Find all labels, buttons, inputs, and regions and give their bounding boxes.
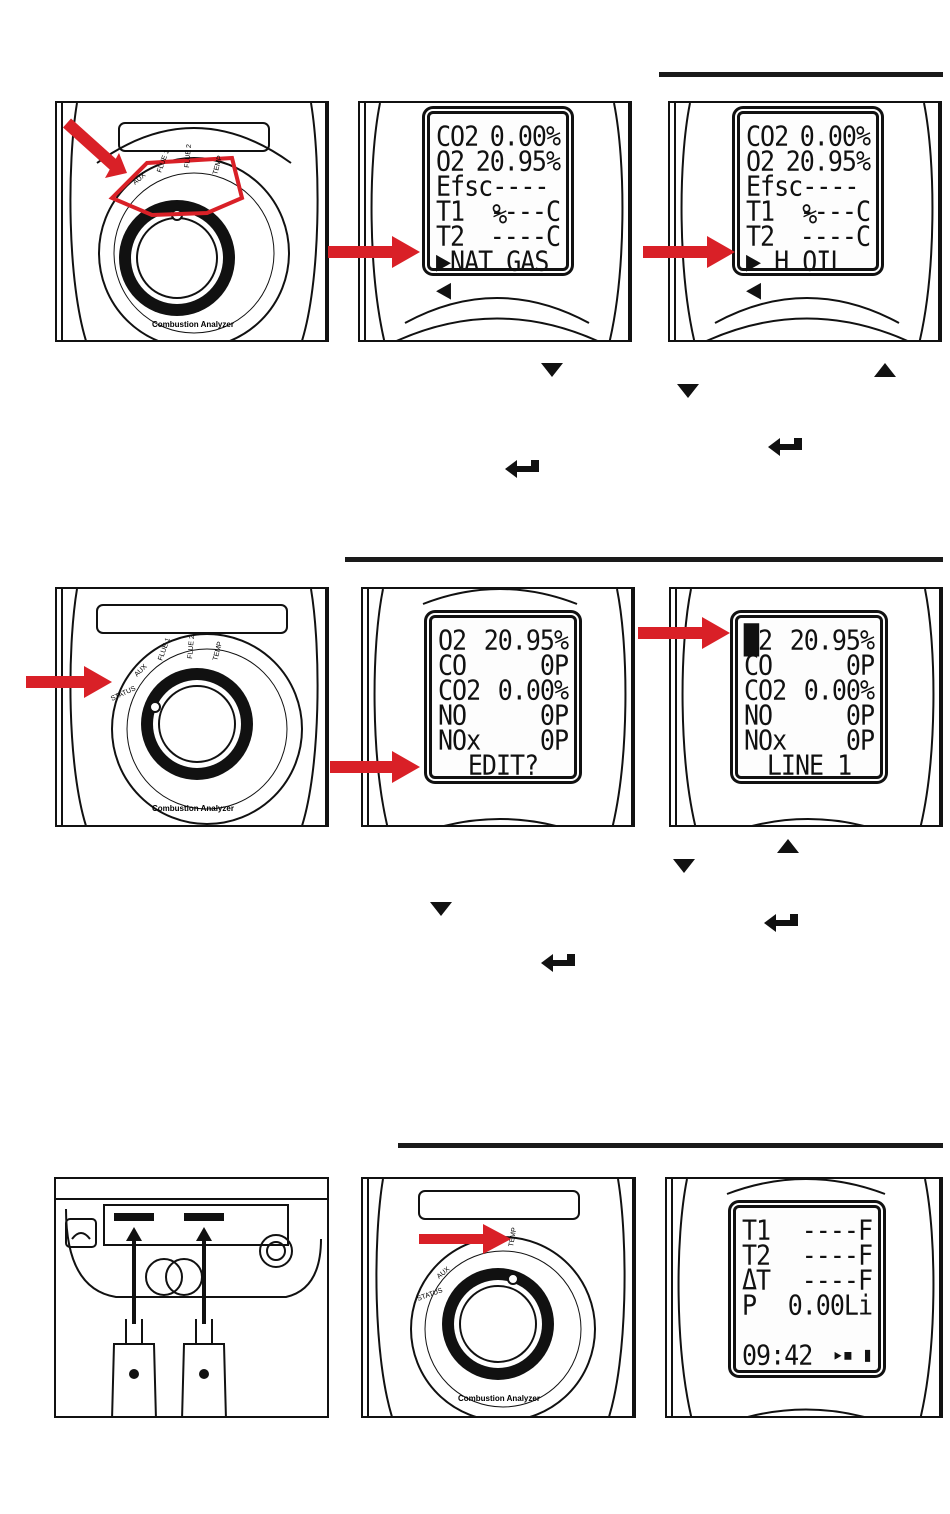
lcd-status-row: 09:42 ▸▪ ▮ bbox=[742, 1338, 873, 1372]
lcd-row: T2----C bbox=[436, 219, 561, 253]
red-arrow bbox=[328, 236, 420, 268]
red-arrow bbox=[26, 666, 112, 698]
battery-icon: ▮ bbox=[862, 1343, 873, 1367]
analyzer-dial-illustration: STATUS AUX TEMP Combustion Analyzer bbox=[367, 1179, 634, 1416]
red-arrow bbox=[638, 617, 730, 649]
enter-return-icon bbox=[541, 954, 575, 972]
up-triangle-icon bbox=[874, 363, 896, 377]
down-triangle-icon bbox=[541, 363, 563, 377]
device-frame bbox=[364, 103, 630, 340]
analyzer-dial-illustration: STATUS AUX FLUE 1 FLUE 2 TEMP Combustion… bbox=[61, 589, 327, 825]
down-triangle-icon bbox=[673, 859, 695, 873]
down-triangle-icon bbox=[677, 384, 699, 398]
section-3-rule bbox=[398, 1143, 943, 1148]
enter-return-icon bbox=[768, 438, 802, 456]
lcd-footer: ▶ H OIL ◀ bbox=[746, 244, 845, 306]
device-frame bbox=[367, 589, 633, 825]
section-1-rule bbox=[659, 72, 943, 77]
analyzer-dial-illustration: AUX FLUE 1 FLUE 2 TEMP Combustion Analyz… bbox=[61, 103, 327, 340]
section-2-rule bbox=[345, 557, 943, 562]
lcd-row: T2----F bbox=[742, 1238, 873, 1272]
brand-label: Combustion Analyzer bbox=[458, 1394, 540, 1403]
thermocouple-probes-illustration bbox=[56, 1198, 327, 1416]
dial-label-flue2: FLUE 2 bbox=[187, 635, 196, 659]
dial-panel-2: STATUS AUX FLUE 1 FLUE 2 TEMP Combustion… bbox=[55, 587, 329, 827]
lcd-row: Efsc----% bbox=[746, 169, 859, 231]
dial-label-status: STATUS bbox=[110, 685, 137, 703]
brand-label: Combustion Analyzer bbox=[152, 320, 234, 329]
device-frame bbox=[674, 103, 940, 340]
up-triangle-icon bbox=[777, 839, 799, 853]
enter-return-icon bbox=[505, 460, 539, 478]
dial-panel-1: AUX FLUE 1 FLUE 2 TEMP Combustion Analyz… bbox=[55, 101, 329, 342]
dial-label-flue2: FLUE 2 bbox=[184, 144, 193, 168]
red-arrow bbox=[330, 751, 420, 783]
probe-panel bbox=[54, 1177, 329, 1418]
brand-label: Combustion Analyzer bbox=[152, 804, 234, 813]
dial-label-temp: TEMP bbox=[212, 155, 224, 176]
lcd-row: ΔT----F bbox=[742, 1263, 873, 1297]
lcd-row: T1----F bbox=[742, 1213, 873, 1247]
red-arrow bbox=[643, 236, 735, 268]
dial-panel-3: STATUS AUX TEMP Combustion Analyzer bbox=[361, 1177, 636, 1418]
dial-label-temp: TEMP bbox=[508, 1227, 518, 1248]
lcd-row: T1----C bbox=[746, 194, 871, 228]
lcd-row: Efsc----% bbox=[436, 169, 549, 231]
down-triangle-icon bbox=[430, 902, 452, 916]
status-icons: ▸▪ ▮ bbox=[832, 1341, 873, 1369]
dial-label-temp: TEMP bbox=[212, 641, 224, 662]
device-frame bbox=[671, 1179, 941, 1416]
pump-icon: ▸▪ bbox=[832, 1343, 854, 1367]
clock-time: 09:42 bbox=[742, 1338, 813, 1372]
lcd-footer: EDIT? bbox=[467, 748, 539, 782]
lcd-footer: LINE 1 bbox=[766, 748, 852, 782]
lcd-row: T1----C bbox=[436, 194, 561, 228]
lcd-row: T2----C bbox=[746, 219, 871, 253]
lcd-footer: ▶NAT GAS ◀ bbox=[436, 244, 549, 306]
enter-return-icon bbox=[764, 914, 798, 932]
device-frame bbox=[675, 589, 941, 825]
